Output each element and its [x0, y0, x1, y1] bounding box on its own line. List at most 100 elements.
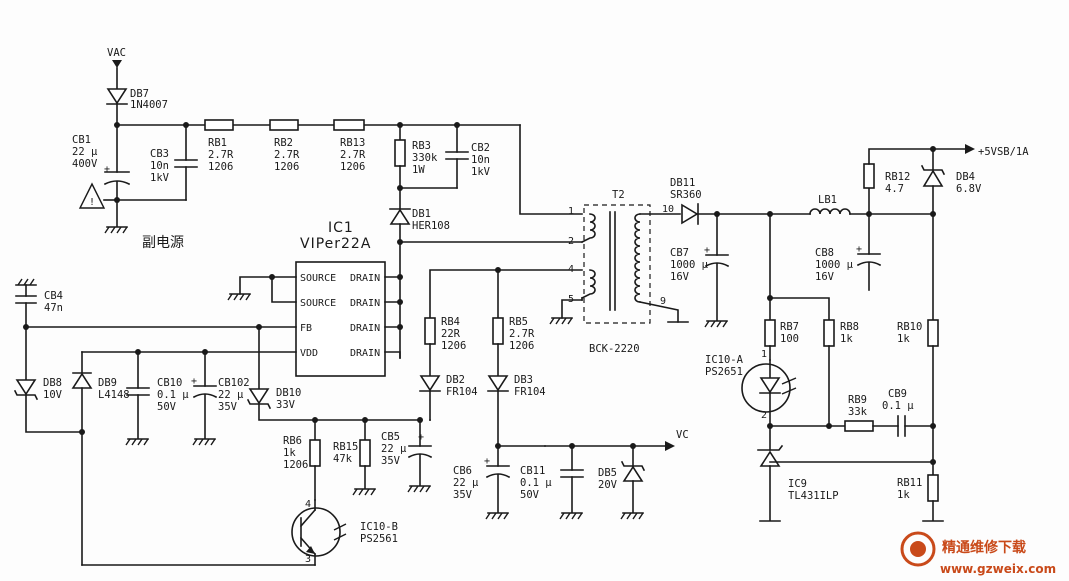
svg-text:CB9: CB9: [888, 388, 907, 400]
zener-db8: DB8 10V: [13, 326, 83, 433]
resistor-rb8: RB8 1k: [823, 319, 859, 427]
svg-text:1206: 1206: [340, 161, 365, 173]
svg-text:0.1 μ: 0.1 μ: [157, 389, 189, 401]
capacitor-cb11: CB11 0.1 μ 50V: [520, 445, 584, 520]
net-vac-label: VAC: [107, 47, 126, 59]
svg-text:HER108: HER108: [412, 220, 450, 232]
net-vc-label: VC: [676, 429, 689, 441]
svg-text:FR104: FR104: [446, 386, 478, 398]
resistor-rb9: RB9 33k: [844, 394, 899, 432]
svg-text:1kV: 1kV: [471, 166, 491, 178]
svg-text:4: 4: [568, 264, 574, 275]
svg-text:400V: 400V: [72, 158, 98, 170]
svg-text:PS2561: PS2561: [360, 533, 398, 545]
svg-text:DB8: DB8: [43, 377, 62, 389]
section-title-aux-psu: 副电源: [142, 235, 184, 251]
svg-text:RB1: RB1: [208, 137, 227, 149]
svg-text:SOURCE: SOURCE: [300, 273, 336, 284]
svg-text:33k: 33k: [848, 406, 868, 418]
svg-text:1206: 1206: [208, 161, 233, 173]
svg-text:DRAIN: DRAIN: [350, 273, 380, 284]
svg-text:www.gzweix.com: www.gzweix.com: [940, 562, 1056, 576]
svg-text:10n: 10n: [471, 154, 490, 166]
diode-db7: DB7 1N4007: [106, 88, 168, 126]
svg-text:22 μ: 22 μ: [72, 146, 98, 158]
svg-text:RB4: RB4: [441, 316, 460, 328]
svg-text:SOURCE: SOURCE: [300, 298, 336, 309]
svg-text:RB6: RB6: [283, 435, 302, 447]
svg-text:1k: 1k: [897, 333, 910, 345]
svg-text:1k: 1k: [840, 333, 853, 345]
resistor-rb6: RB6 1k 1206: [283, 419, 321, 501]
resistor-rb13: RB13 2.7R 1206: [333, 119, 366, 173]
svg-text:DB9: DB9: [98, 377, 117, 389]
svg-text:CB10: CB10: [157, 377, 182, 389]
svg-text:BCK-2220: BCK-2220: [589, 343, 640, 355]
svg-text:10: 10: [662, 204, 674, 215]
svg-text:2.7R: 2.7R: [509, 328, 535, 340]
svg-text:RB8: RB8: [840, 321, 859, 333]
svg-text:RB13: RB13: [340, 137, 365, 149]
capacitor-cb1: + CB1 22 μ 400V !: [72, 124, 187, 234]
resistor-rb7: RB7 100: [764, 319, 799, 361]
svg-text:1206: 1206: [441, 340, 466, 352]
svg-text:DB5: DB5: [598, 467, 617, 479]
capacitor-cb4: CB4 47n: [15, 278, 63, 328]
svg-text:DRAIN: DRAIN: [350, 323, 380, 334]
svg-text:22 μ: 22 μ: [218, 389, 244, 401]
optocoupler-ic10a: 1 2 IC10-A PS2651: [705, 349, 797, 427]
capacitor-cb5: + CB5 22 μ 35V: [381, 419, 433, 493]
svg-text:2: 2: [568, 236, 574, 247]
capacitor-cb8: + CB8 1000 μ 16V: [815, 213, 882, 291]
svg-text:20V: 20V: [598, 479, 618, 491]
svg-text:1000 μ: 1000 μ: [815, 259, 854, 271]
capacitor-cb10: CB10 0.1 μ 50V: [125, 351, 189, 446]
svg-text:RB10: RB10: [897, 321, 922, 333]
svg-text:35V: 35V: [218, 401, 238, 413]
svg-text:16V: 16V: [670, 271, 690, 283]
svg-text:330k: 330k: [412, 152, 438, 164]
capacitor-cb6: + CB6 22 μ 35V: [453, 445, 511, 520]
svg-text:RB3: RB3: [412, 140, 431, 152]
svg-text:10n: 10n: [150, 160, 169, 172]
svg-text:4.7: 4.7: [885, 183, 904, 195]
svg-text:CB7: CB7: [670, 247, 689, 259]
zener-db4: DB4 6.8V: [920, 148, 982, 321]
svg-text:!: !: [89, 197, 95, 208]
diode-db1: DB1 HER108: [389, 187, 450, 359]
capacitor-cb2: CB2 10n 1kV: [399, 124, 491, 189]
svg-text:DRAIN: DRAIN: [350, 298, 380, 309]
svg-text:1000 μ: 1000 μ: [670, 259, 709, 271]
svg-text:CB102: CB102: [218, 377, 250, 389]
svg-text:35V: 35V: [381, 455, 401, 467]
svg-text:DRAIN: DRAIN: [350, 348, 380, 359]
svg-text:22 μ: 22 μ: [453, 477, 479, 489]
svg-text:RB11: RB11: [897, 477, 922, 489]
svg-text:35V: 35V: [453, 489, 473, 501]
svg-text:CB11: CB11: [520, 465, 545, 477]
watermark-logo: 精通维修下载 www.gzweix.com: [900, 531, 1056, 576]
diode-db2: DB2 FR104: [419, 374, 478, 421]
ic1-viper22a: IC1 VIPer22A SOURCE SOURCE FB VDD DRAIN …: [227, 220, 403, 377]
svg-text:1k: 1k: [283, 447, 296, 459]
svg-text:1: 1: [568, 206, 574, 217]
svg-text:1N4007: 1N4007: [130, 99, 168, 111]
diode-db11: DB11 SR360: [670, 177, 811, 225]
svg-text:IC1: IC1: [328, 220, 354, 236]
svg-text:CB8: CB8: [815, 247, 834, 259]
svg-text:50V: 50V: [520, 489, 540, 501]
resistor-rb2: RB2 2.7R 1206: [269, 119, 300, 173]
transformer-t2: T2 BCK-2220 1 2 4 5 9 10: [549, 189, 689, 355]
svg-text:CB3: CB3: [150, 148, 169, 160]
inductor-lb1: LB1: [809, 194, 934, 215]
svg-text:50V: 50V: [157, 401, 177, 413]
svg-text:1206: 1206: [283, 459, 308, 471]
svg-text:9: 9: [660, 296, 666, 307]
svg-text:DB11: DB11: [670, 177, 695, 189]
svg-text:RB5: RB5: [509, 316, 528, 328]
svg-text:22R: 22R: [441, 328, 461, 340]
svg-text:33V: 33V: [276, 399, 296, 411]
svg-text:T2: T2: [612, 189, 625, 201]
